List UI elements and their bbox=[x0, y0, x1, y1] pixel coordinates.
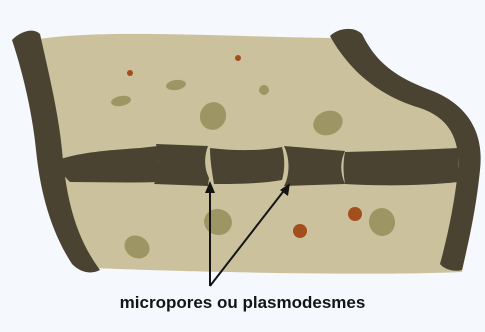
caption-label: micropores ou plasmodesmes bbox=[0, 288, 485, 318]
middle-wall-right bbox=[344, 148, 459, 185]
middle-wall-mid bbox=[210, 147, 284, 184]
micropore-1 bbox=[154, 144, 209, 186]
micropore-2 bbox=[284, 146, 345, 186]
